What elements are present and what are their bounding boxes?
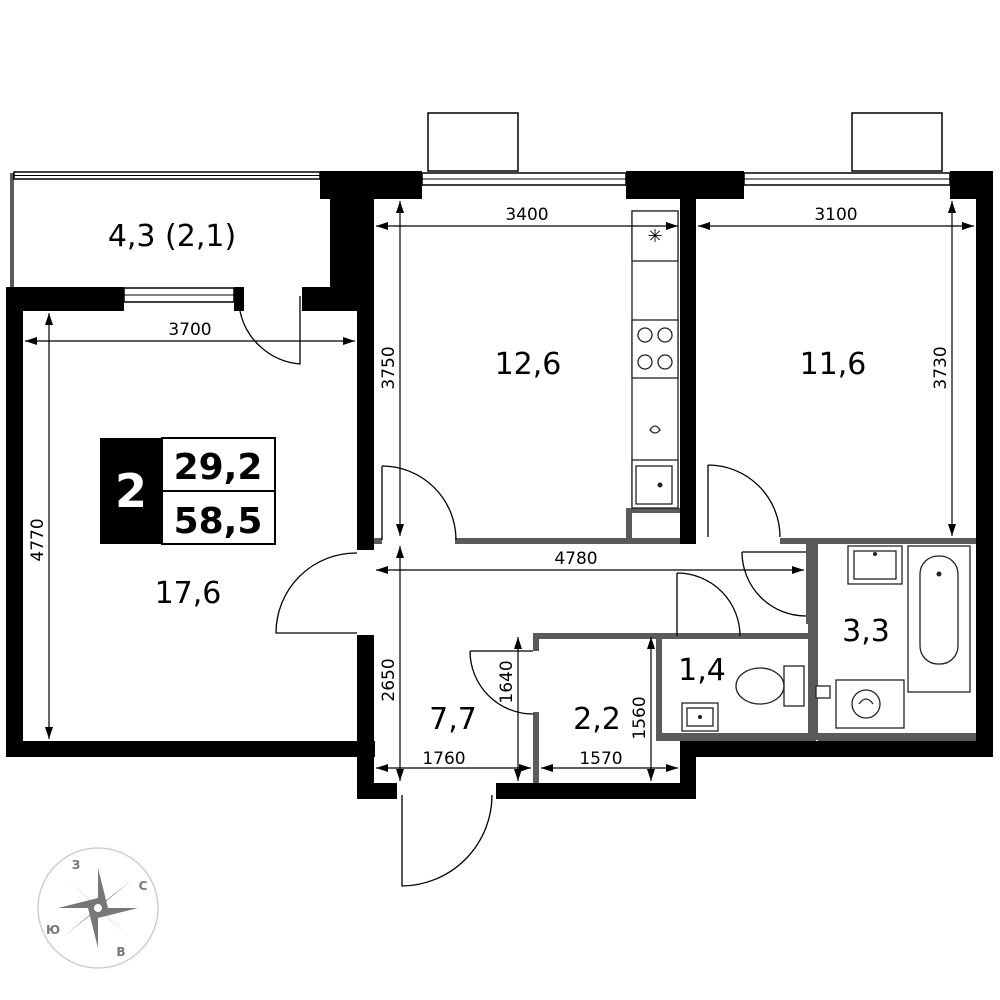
room-living-area: 17,6 — [155, 576, 222, 611]
doors — [239, 296, 807, 887]
room-bedroom2-area: 11,6 — [800, 347, 867, 382]
summary-badge: 2 29,2 58,5 — [100, 437, 276, 545]
bathtub-icon — [907, 545, 971, 693]
bathroom-fixtures — [815, 545, 971, 729]
dim-3400: 3400 — [505, 205, 548, 225]
windows — [123, 172, 951, 303]
dim-4770: 4770 — [28, 518, 48, 561]
compass-icon: З С Ю В — [37, 847, 159, 969]
room-bedroom-area: 12,6 — [495, 347, 562, 382]
ac-unit-right — [851, 112, 943, 172]
room-storage-area: 2,2 — [573, 702, 621, 737]
dim-3750: 3750 — [379, 346, 399, 389]
sink-icon — [681, 702, 719, 732]
room-wc-area: 1,4 — [678, 653, 726, 688]
living-area: 29,2 — [174, 447, 263, 488]
stove-icon — [631, 319, 679, 379]
partitions — [374, 508, 976, 783]
dim-3730: 3730 — [931, 346, 951, 389]
kitchen: ✳ — [631, 210, 679, 509]
room-balcony-area: 4,3 (2,1) — [108, 219, 236, 254]
washing-machine-icon — [815, 679, 905, 729]
dim-1560: 1560 — [630, 696, 650, 739]
wc-fixtures — [681, 665, 805, 732]
total-area: 58,5 — [174, 501, 263, 542]
dim-2650: 2650 — [379, 658, 399, 701]
dim-1640: 1640 — [497, 660, 517, 703]
room-hall-area: 7,7 — [429, 702, 477, 737]
toilet-icon — [735, 665, 805, 707]
room-bath-area: 3,3 — [842, 614, 890, 649]
compass-west: З — [72, 858, 81, 872]
dim-3100: 3100 — [814, 205, 857, 225]
rooms-count: 2 — [115, 464, 147, 518]
svg-text:✳: ✳ — [647, 226, 662, 247]
dim-1760: 1760 — [422, 749, 465, 769]
compass-east: В — [116, 945, 125, 959]
walls — [6, 171, 993, 799]
compass-south: Ю — [46, 923, 60, 937]
dim-3700: 3700 — [168, 320, 211, 340]
dim-1570: 1570 — [579, 749, 622, 769]
sink-icon — [631, 459, 679, 509]
room-labels: 4,3 (2,1) 17,6 12,6 11,6 7,7 2,2 1,4 3,3 — [108, 219, 890, 737]
dimension-labels: 3400 3100 3700 4780 1760 1570 3750 3730 … — [28, 205, 951, 769]
dimension-lines — [25, 201, 974, 781]
fridge-icon — [631, 210, 679, 262]
compass-north: С — [139, 879, 148, 893]
dim-4780: 4780 — [554, 549, 597, 569]
sink-icon — [847, 545, 903, 585]
ac-unit-left — [427, 112, 519, 172]
